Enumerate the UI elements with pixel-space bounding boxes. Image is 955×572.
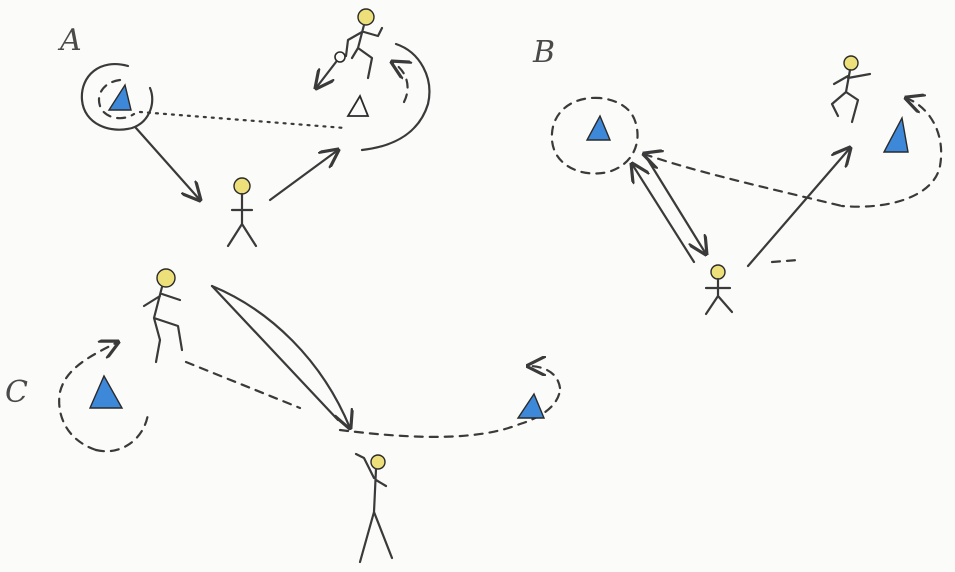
cone-outline-icon — [346, 93, 370, 117]
cone-circle-left — [550, 96, 639, 175]
cone-icon — [882, 115, 909, 153]
stick-figure-icon — [142, 268, 184, 364]
run-loop-dashed — [392, 62, 408, 104]
pass-arrow-up — [632, 164, 696, 264]
run-loop-right — [528, 366, 562, 390]
cone-icon — [585, 114, 612, 141]
pass-arrow-to-player — [134, 126, 200, 200]
stick-figure-icon — [344, 8, 384, 80]
diagram-label-c: C — [5, 375, 28, 410]
stick-figure-icon — [704, 264, 734, 316]
run-line-long — [338, 386, 562, 438]
run-loop — [360, 42, 431, 152]
run-arrow-to-cone — [268, 150, 338, 202]
ball-icon — [334, 51, 346, 63]
diagram-a — [80, 8, 431, 248]
pass-line-dotted — [138, 110, 347, 130]
diagram-b — [550, 55, 943, 316]
run-arrow-diagonal — [746, 148, 850, 268]
cone-circle-left-lower — [94, 412, 150, 453]
pass-arrow-curve — [210, 284, 350, 428]
cone-circle-inner — [97, 78, 136, 120]
cone-circle-right — [840, 98, 943, 208]
run-line-dashed — [184, 360, 302, 410]
cone-icon — [516, 392, 546, 419]
stick-figure-icon — [354, 452, 394, 564]
stick-figure-icon — [226, 177, 258, 248]
cone-icon — [107, 83, 132, 111]
short-dash — [770, 258, 800, 264]
diagram-label-a: A — [57, 23, 82, 58]
cone-icon — [88, 374, 124, 409]
pass-arrow-straight — [210, 284, 340, 422]
pass-arrow-down — [646, 158, 706, 254]
diagram-c — [58, 268, 562, 564]
diagram-label-b: B — [532, 35, 555, 70]
run-line-dashed — [644, 154, 844, 208]
ball-arrow — [316, 60, 338, 88]
stick-figure-icon — [830, 55, 872, 124]
cone-circle-left — [58, 342, 118, 452]
